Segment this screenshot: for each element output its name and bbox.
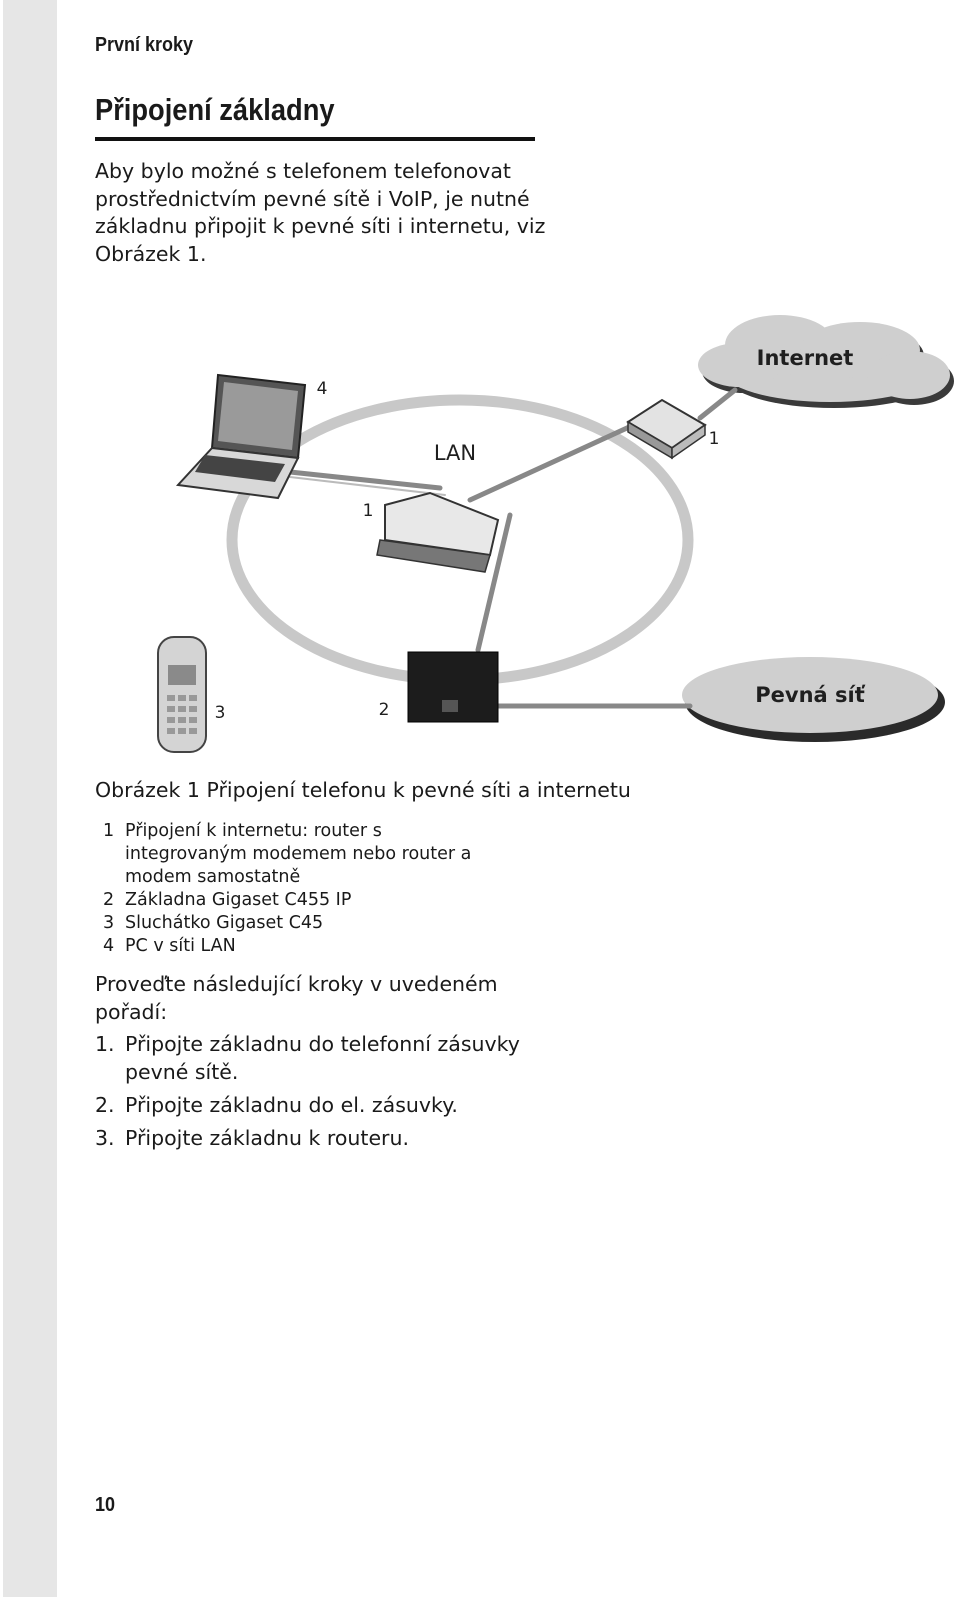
marker-base: 2 [379, 700, 390, 720]
figure-caption: Obrázek 1 Připojení telefonu k pevné sít… [95, 778, 631, 802]
landline-label: Pevná síť [755, 683, 865, 707]
connection-diagram: Internet Pevná síť [157, 315, 954, 753]
legend-number: 4 [103, 936, 115, 956]
handset-icon [157, 636, 207, 753]
page-margin-strip [3, 0, 57, 1597]
legend-number: 1 [103, 821, 115, 841]
steps-list: 1. Připojte základnu do telefonní zásuvk… [95, 1030, 565, 1157]
step-text: Připojte základnu do el. zásuvky. [125, 1093, 458, 1117]
legend-item: 3 Sluchátko Gigaset C45 [103, 912, 603, 935]
base-station-icon [407, 651, 499, 723]
laptop-icon [175, 373, 307, 500]
section-label: První kroky [95, 34, 194, 56]
intro-paragraph: Aby bylo možné s telefonem telefonovat p… [95, 159, 546, 266]
internet-label: Internet [757, 346, 854, 370]
step-text: Připojte základnu k routeru. [125, 1126, 409, 1150]
title-underline [95, 137, 535, 141]
page-number: 10 [95, 1494, 116, 1516]
legend-item: 1 Připojení k internetu: router s integr… [103, 820, 603, 889]
step-item: 2. Připojte základnu do el. zásuvky. [95, 1091, 565, 1119]
legend-item: 2 Základna Gigaset C455 IP [103, 889, 603, 912]
internet-cloud [698, 315, 954, 408]
legend-text: Připojení k internetu: router s integrov… [125, 821, 472, 887]
legend-text: Sluchátko Gigaset C45 [125, 913, 324, 933]
cables [287, 387, 738, 709]
legend-item: 4 PC v síti LAN [103, 935, 603, 958]
legend-text: Základna Gigaset C455 IP [125, 890, 352, 910]
step-number: 2. [95, 1093, 115, 1117]
marker-modem: 1 [363, 501, 374, 521]
step-number: 3. [95, 1126, 115, 1150]
legend-text: PC v síti LAN [125, 936, 236, 956]
legend-number: 2 [103, 890, 115, 910]
steps-intro: Proveďte následující kroky v uvedeném po… [95, 972, 498, 1024]
marker-handset: 3 [215, 703, 226, 723]
router-icon [376, 491, 500, 573]
page-title: Připojení základny [95, 92, 335, 127]
figure-legend: 1 Připojení k internetu: router s integr… [103, 820, 603, 958]
step-number: 1. [95, 1032, 115, 1056]
marker-pc: 4 [317, 379, 328, 399]
step-item: 1. Připojte základnu do telefonní zásuvk… [95, 1030, 565, 1086]
landline-oval [682, 657, 945, 742]
modem-icon [626, 398, 707, 460]
lan-label: LAN [434, 441, 476, 465]
marker-router: 1 [709, 429, 720, 449]
step-text: Připojte základnu do telefonní zásuvky p… [125, 1032, 520, 1084]
legend-number: 3 [103, 913, 115, 933]
step-item: 3. Připojte základnu k routeru. [95, 1124, 565, 1152]
